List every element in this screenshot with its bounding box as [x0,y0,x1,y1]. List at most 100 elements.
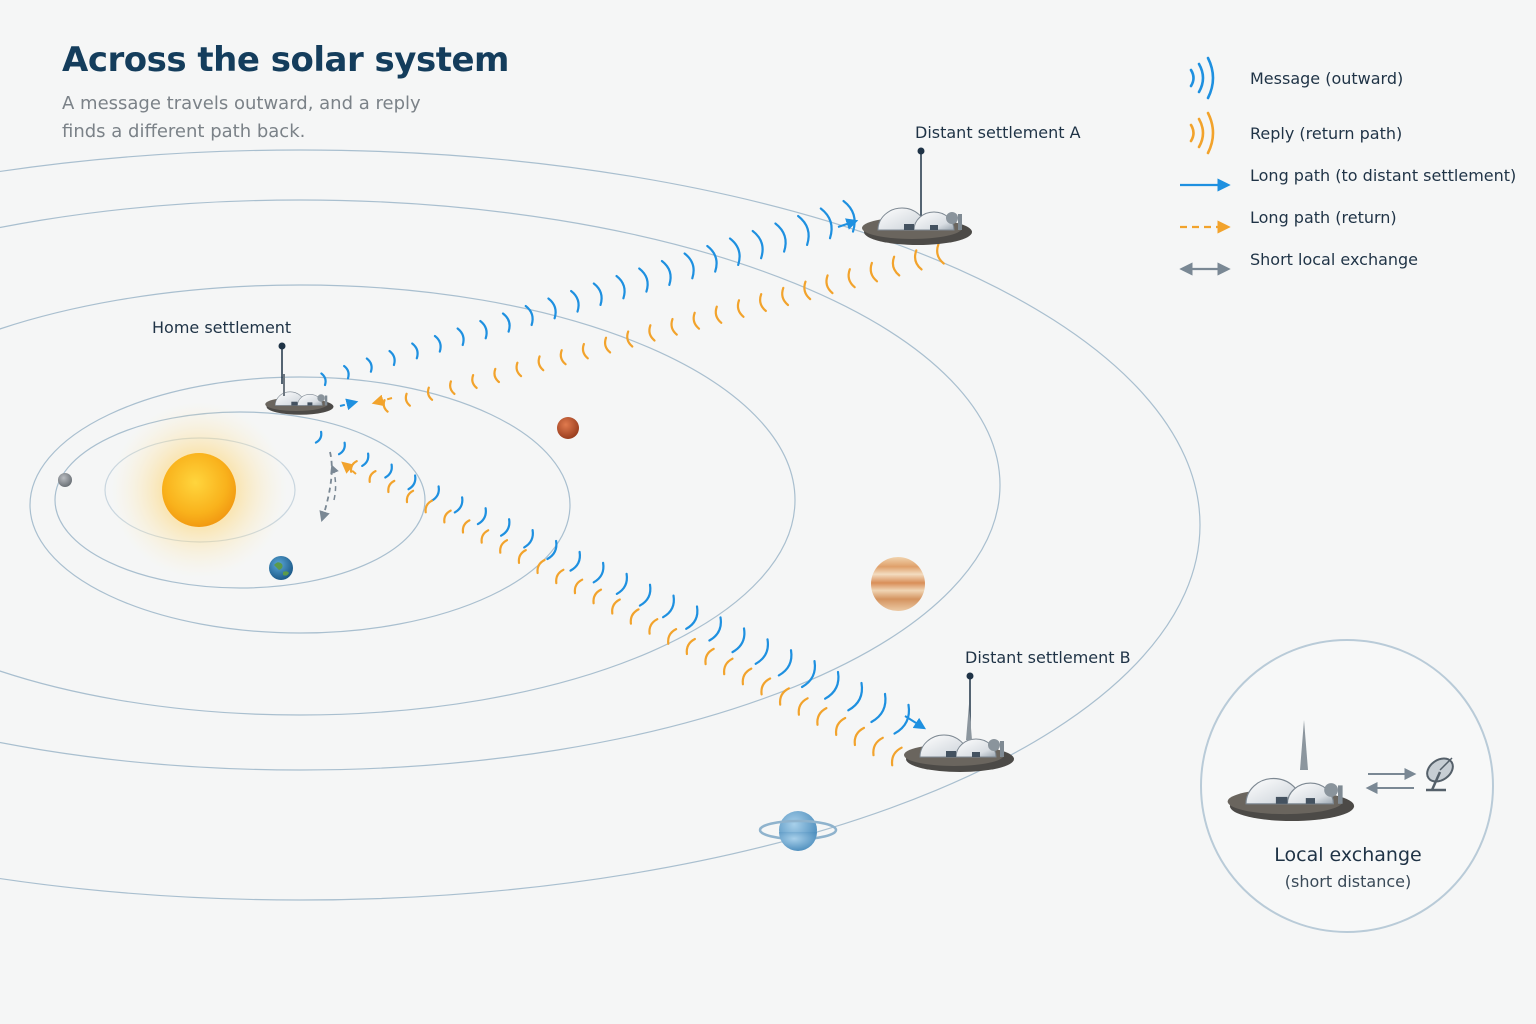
reply-wave-arc [803,280,812,301]
message-arrow-a [837,218,859,230]
message-wave-arc [685,605,699,630]
reply-wave-arc [382,399,389,413]
reply-wave-arc [847,268,856,289]
mars-icon [557,417,579,439]
message-wave-arc [683,252,695,280]
reply-wave-arc [581,342,589,360]
home-settlement [264,342,334,416]
message-wave-arc [774,222,787,253]
legend-item-local-exchange: Short local exchange [1250,249,1419,269]
orbit-4 [0,284,796,716]
reply-wave-arc [555,568,565,585]
reply-wave-arc [736,299,745,318]
orbit-2 [54,411,426,589]
reply-wave-arc [461,519,471,534]
message-wave-arc [407,474,417,491]
reply-wave-arc [781,286,790,307]
reply-wave-arc [759,293,767,312]
message-wave-arc [706,244,718,273]
reply-wave-arc [667,628,678,645]
reply-wave-arc [424,499,433,514]
message-wave-arc [476,507,487,526]
legend-icons [1179,56,1231,276]
reply-wave-arc [573,578,584,595]
page-title: Across the solar system [62,40,509,80]
inset-title: Local exchange [1274,844,1422,866]
message-wave-arc [615,572,629,595]
reply-wave-arc [471,374,478,389]
reply-wave-arc [493,367,500,384]
local-exchange-arrows [319,451,339,523]
reply-wave-arc [741,667,753,686]
reply-wave-arc [648,618,659,635]
message-wave-arc [569,550,581,572]
settlement-a [861,147,973,246]
message-wave-arc [337,441,346,456]
reply-wave-arc [603,336,612,354]
message-wave-arc [847,681,864,712]
message-wave-arc [361,452,370,467]
sun-icon [162,453,236,527]
message-wave-arc [388,349,396,367]
reply-wave-arc [816,707,828,726]
message-wave-arc [479,319,488,340]
message-wave-arc [751,229,764,260]
message-wave-arc [819,207,833,240]
message-wave-arc [320,372,327,387]
reply-wave-arc [704,647,715,666]
message-wave-arc [893,703,911,735]
message-wave-arc [615,274,626,300]
local-exchange-inset [1200,639,1494,933]
uranus-icon [758,811,838,851]
message-wave-arc [870,692,887,724]
label-settlement-a: Distant settlement A [915,123,1081,142]
message-arrow-b [904,715,927,730]
reply-arrow-home-a [371,394,393,407]
message-wave-arc [430,485,440,502]
reply-wave-arc [913,249,923,271]
reply-wave-arc [648,324,656,342]
message-wave-arc [500,518,511,537]
message-wave-arc [547,297,557,320]
reply-wave-arc [872,736,884,757]
reply-wave-arc [611,598,621,615]
message-wave-arc [456,327,465,347]
message-wave-arc [797,214,810,246]
reply-wave-arc [443,509,452,524]
reply-wave-arc [515,361,523,378]
mercury-icon [58,473,72,487]
reply-wave-arc [685,637,696,656]
message-wave-arc [343,364,350,380]
reply-wave-arc [869,261,879,283]
message-wave-arc [384,463,393,479]
message-wave-arc [546,539,558,561]
reply-wave-arc [891,255,901,277]
message-wave-arc [501,312,511,333]
reply-wave-arc [722,657,734,676]
reply-wave-arc [692,311,701,330]
message-wave-arc [570,289,580,313]
settlement-b [903,672,1015,773]
reply-wave-arc [426,386,434,401]
message-wave-arc [777,649,793,677]
message-wave-arc [800,660,817,689]
message-wave-arc [662,594,675,619]
message-wave-arc [824,670,840,700]
reply-wave-arc [405,489,415,504]
message-wave-arc [728,237,741,266]
message-wave-arc [638,583,652,607]
reply-wave-arc [626,330,634,348]
reply-wave-arc [797,697,809,716]
reply-wave-arc [629,608,640,625]
reply-wave-arc [778,687,790,706]
reply-wave-arc [714,305,723,324]
reply-wave-arc [499,539,509,554]
legend-item-reply: Reply (return path) [1250,123,1403,143]
reply-wave-arc [760,677,772,696]
message-wave-arc [731,627,746,654]
message-wave-arc [638,267,649,293]
reply-wave-arc [825,274,834,295]
reply-wave-arc [890,746,903,767]
message-wave-arc [523,529,534,549]
